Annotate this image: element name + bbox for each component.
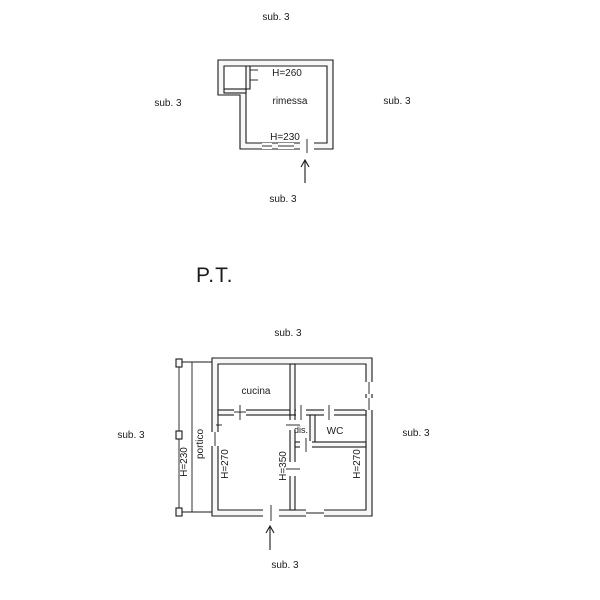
house-outer-walls [211, 357, 373, 517]
portico-outline [175, 358, 212, 517]
wall-kitchen-right [289, 363, 296, 416]
rimessa-entrance-arrow [300, 158, 310, 183]
rimessa-north-label: sub. 3 [262, 12, 290, 23]
wall-wc-bottom [294, 441, 367, 448]
height-middle: H=350 [278, 451, 289, 481]
house-west-label: sub. 3 [117, 430, 145, 441]
height-portico: H=230 [179, 447, 190, 477]
height-right: H=270 [352, 449, 363, 479]
wall-kitchen-bottom [217, 409, 291, 416]
floor-title: P.T. [196, 264, 233, 287]
house-north-label: sub. 3 [274, 328, 302, 339]
rimessa-height-top: H=260 [272, 68, 302, 79]
house-east-label: sub. 3 [402, 428, 430, 439]
wc-label: WC [327, 426, 344, 437]
rimessa-small-cell-wall [245, 65, 251, 90]
house-south-label: sub. 3 [271, 560, 299, 571]
height-left: H=270 [220, 449, 231, 479]
rimessa-cell-floor-wall [223, 88, 247, 94]
rimessa-east-label: sub. 3 [383, 96, 411, 107]
upper-plan: sub. 3 sub. 3 sub. 3 sub. 3 rimessa H=26… [154, 12, 411, 205]
rimessa-south-label: sub. 3 [269, 194, 297, 205]
hallway-label: dis. [294, 425, 308, 435]
rimessa-west-label: sub. 3 [154, 98, 182, 109]
portico-label: portico [195, 429, 206, 459]
kitchen-label: cucina [242, 386, 271, 397]
house-entrance-arrow [265, 524, 275, 550]
rimessa-room-label: rimessa [272, 96, 307, 107]
rimessa-height-bottom: H=230 [270, 132, 300, 143]
wall-hall-right [309, 414, 316, 446]
lower-plan: sub. 3 sub. 3 sub. 3 sub. 3 cucina dis. … [117, 328, 430, 571]
